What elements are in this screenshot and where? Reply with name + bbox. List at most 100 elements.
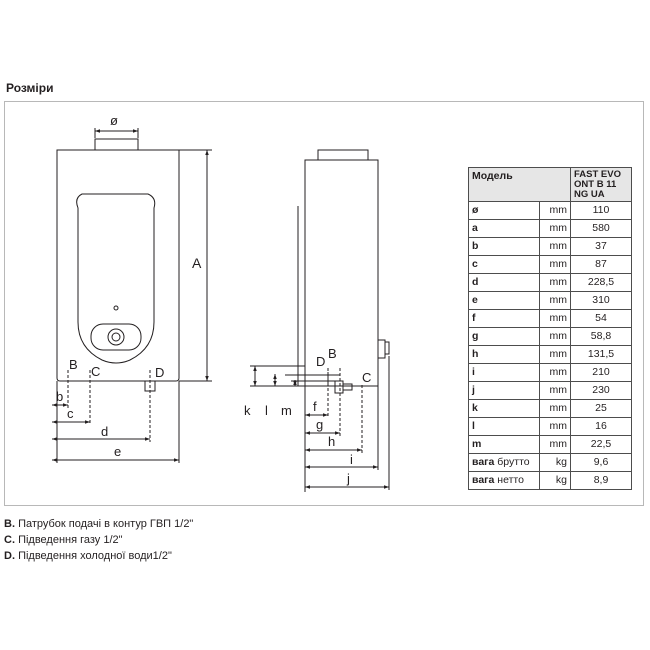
row-param-main: вага	[472, 456, 495, 468]
row-value: 230	[570, 381, 632, 400]
row-unit: mm	[539, 363, 571, 382]
row-unit: mm	[539, 291, 571, 310]
label-side-D: D	[316, 354, 325, 369]
row-param: i	[468, 363, 540, 382]
row-value: 54	[570, 309, 632, 328]
side-knob	[384, 341, 390, 355]
row-value: 87	[570, 255, 632, 274]
side-panel-bump	[377, 339, 386, 359]
row-param: a	[468, 219, 540, 238]
label-C: C	[91, 364, 100, 379]
row-value: 228,5	[570, 273, 632, 292]
row-unit: mm	[539, 327, 571, 346]
label-g: g	[316, 417, 323, 432]
row-value: 16	[570, 417, 632, 436]
row-unit: mm	[539, 309, 571, 328]
row-value: 58,8	[570, 327, 632, 346]
label-f: f	[313, 399, 317, 414]
label-side-C: C	[362, 370, 371, 385]
front-knob	[107, 328, 125, 346]
row-unit: mm	[539, 435, 571, 454]
legend-item: C. Підведення газу 1/2"	[4, 534, 123, 546]
row-param: вага брутто	[468, 453, 540, 472]
row-param: d	[468, 273, 540, 292]
label-B: B	[69, 357, 78, 372]
label-c: c	[67, 406, 74, 421]
row-param-suffix: нетто	[497, 474, 524, 486]
row-param: c	[468, 255, 540, 274]
row-param: f	[468, 309, 540, 328]
row-value: 8,9	[570, 471, 632, 490]
row-unit: kg	[539, 471, 571, 490]
front-indicator-dot	[113, 305, 119, 311]
row-param: j	[468, 381, 540, 400]
row-param: k	[468, 399, 540, 418]
row-unit: mm	[539, 417, 571, 436]
row-value: 9,6	[570, 453, 632, 472]
side-flue-collar	[317, 149, 369, 161]
row-param: e	[468, 291, 540, 310]
legend: B. Патрубок подачі в контур ГВП 1/2" C. …	[4, 516, 193, 564]
row-value: 25	[570, 399, 632, 418]
drawing-frame	[4, 101, 644, 506]
label-side-B: B	[328, 346, 337, 361]
label-d: d	[101, 424, 108, 439]
row-param: l	[468, 417, 540, 436]
row-value: 580	[570, 219, 632, 238]
label-phi: ø	[110, 113, 118, 128]
label-h: h	[328, 434, 335, 449]
row-param: m	[468, 435, 540, 454]
label-l: l	[265, 403, 268, 418]
legend-item: B. Патрубок подачі в контур ГВП 1/2"	[4, 518, 194, 530]
row-unit: mm	[539, 399, 571, 418]
row-unit: mm	[539, 255, 571, 274]
section-title: Розміри	[6, 81, 54, 95]
row-value: 210	[570, 363, 632, 382]
label-k: k	[244, 403, 251, 418]
label-i: i	[350, 452, 353, 467]
row-param: b	[468, 237, 540, 256]
row-unit: mm	[539, 201, 571, 220]
row-unit: kg	[539, 453, 571, 472]
row-param-suffix: брутто	[497, 456, 530, 468]
legend-item: D. Підведення холодної води1/2"	[4, 550, 172, 562]
side-body	[304, 159, 379, 387]
front-flue-collar	[94, 138, 139, 151]
row-param: ø	[468, 201, 540, 220]
row-unit: mm	[539, 381, 571, 400]
row-param-main: вага	[472, 474, 495, 486]
label-j: j	[346, 471, 350, 486]
row-unit: mm	[539, 219, 571, 238]
label-e: e	[114, 444, 121, 459]
row-param: h	[468, 345, 540, 364]
label-A: A	[192, 255, 202, 271]
row-value: 22,5	[570, 435, 632, 454]
front-panel-curve	[76, 193, 156, 364]
side-pipes	[285, 372, 340, 386]
header-param: Модель	[468, 167, 571, 202]
front-body-outline	[56, 149, 180, 382]
side-gas-fitting	[334, 380, 344, 394]
header-model: FAST EVO ONT B 11 NG UA	[570, 167, 632, 202]
label-b: b	[56, 389, 63, 404]
table-header-row: Модель FAST EVO ONT B 11 NG UA	[468, 167, 632, 202]
row-value: 131,5	[570, 345, 632, 364]
row-unit: mm	[539, 345, 571, 364]
row-unit: mm	[539, 237, 571, 256]
